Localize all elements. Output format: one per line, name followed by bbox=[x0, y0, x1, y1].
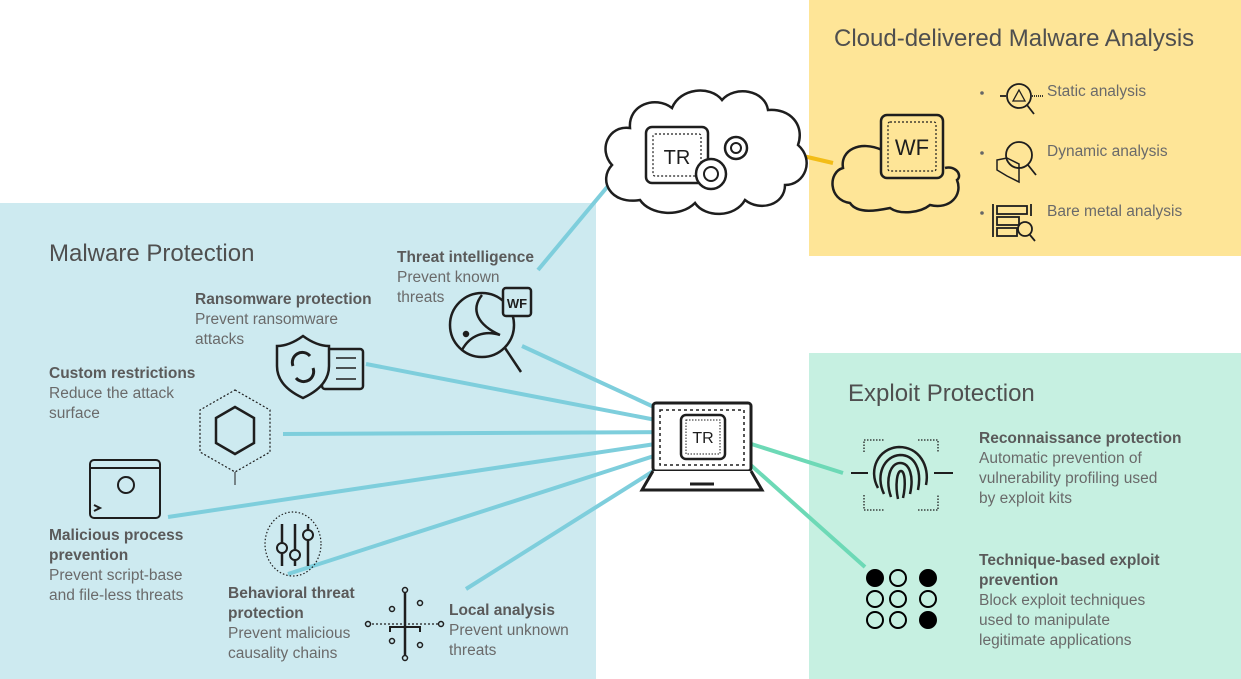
behavioral-sliders-icon bbox=[264, 511, 322, 577]
cloud-item-bare-metal-analysis: Bare metal analysis bbox=[1047, 203, 1183, 220]
line-custom-to-laptop bbox=[282, 430, 683, 436]
feature-technique-based-exploit-prevention: Technique-based exploit prevention Block… bbox=[979, 551, 1160, 651]
line-ransomware-to-laptop bbox=[365, 362, 683, 427]
ransomware-shield-icon bbox=[275, 334, 365, 400]
feature-ransomware-protection: Ransomware protection Prevent ransomware… bbox=[195, 290, 372, 350]
feature-desc: vulnerability profiling used bbox=[979, 470, 1158, 487]
malware-protection-title: Malware Protection bbox=[49, 240, 255, 267]
feature-title: Threat intelligence bbox=[397, 249, 534, 266]
feature-desc: by exploit kits bbox=[979, 490, 1073, 507]
feature-title: Local analysis bbox=[449, 602, 555, 619]
feature-title: Behavioral threat bbox=[228, 585, 355, 602]
feature-desc: used to manipulate bbox=[979, 612, 1110, 629]
malware-protection-panel bbox=[0, 203, 596, 679]
bare-metal-analysis-icon bbox=[992, 204, 1036, 242]
feature-title: Reconnaissance protection bbox=[979, 430, 1182, 447]
feature-desc: Prevent ransomware bbox=[195, 311, 339, 328]
feature-reconnaissance-protection: Reconnaissance protection Automatic prev… bbox=[979, 429, 1181, 509]
feature-desc: legitimate applications bbox=[979, 632, 1132, 649]
feature-title-line2: protection bbox=[228, 605, 304, 622]
feature-behavioral-threat-protection: Behavioral threat protection Prevent mal… bbox=[228, 584, 355, 664]
feature-desc: Prevent script-base bbox=[49, 567, 183, 584]
cloud-malware-analysis-title: Cloud-delivered Malware Analysis bbox=[834, 25, 1195, 52]
tr-cloud-icon bbox=[604, 89, 808, 216]
feature-desc: Reduce the attack bbox=[49, 385, 174, 402]
feature-desc: Prevent malicious bbox=[228, 625, 351, 642]
feature-desc: Prevent unknown bbox=[449, 622, 569, 639]
feature-desc: Automatic prevention of bbox=[979, 450, 1142, 467]
feature-desc: and file-less threats bbox=[49, 587, 184, 604]
feature-desc: attacks bbox=[195, 331, 245, 348]
threat-intel-wf-text: WF bbox=[507, 296, 527, 311]
wf-cloud-icon bbox=[831, 113, 961, 214]
feature-desc: threats bbox=[449, 642, 497, 659]
dynamic-analysis-icon bbox=[996, 141, 1037, 184]
line-cloud-to-wf bbox=[802, 154, 834, 165]
feature-desc: Prevent known bbox=[397, 269, 500, 286]
feature-title-line2: prevention bbox=[49, 547, 129, 564]
cloud-item-bullets bbox=[980, 91, 984, 215]
connector-lines bbox=[167, 154, 867, 591]
tr-cloud-badge-text: TR bbox=[664, 147, 691, 169]
feature-threat-intelligence: Threat intelligence Prevent known threat… bbox=[397, 248, 534, 308]
feature-desc: surface bbox=[49, 405, 100, 422]
feature-local-analysis: Local analysis Prevent unknown threats bbox=[449, 601, 569, 661]
line-cloud-to-threat-intel bbox=[536, 184, 610, 272]
wf-cloud-badge-text: WF bbox=[895, 135, 929, 160]
threat-intel-wf-icon bbox=[448, 286, 533, 373]
feature-title-line2: prevention bbox=[979, 572, 1059, 589]
cloud-item-static-analysis: Static analysis bbox=[1047, 83, 1147, 100]
feature-title: Custom restrictions bbox=[49, 365, 196, 382]
malicious-process-terminal-icon bbox=[89, 459, 161, 519]
fingerprint-icon bbox=[851, 439, 953, 511]
exploit-protection-title: Exploit Protection bbox=[848, 380, 1035, 407]
local-analysis-network-icon bbox=[364, 586, 445, 662]
feature-custom-restrictions: Custom restrictions Reduce the attack su… bbox=[49, 364, 195, 424]
cloud-item-dynamic-analysis: Dynamic analysis bbox=[1047, 143, 1168, 160]
line-malicious-to-laptop bbox=[167, 438, 683, 519]
feature-desc: Block exploit techniques bbox=[979, 592, 1146, 609]
feature-malicious-process-prevention: Malicious process prevention Prevent scr… bbox=[49, 526, 183, 606]
feature-desc: threats bbox=[397, 289, 445, 306]
feature-title: Technique-based exploit bbox=[979, 552, 1160, 569]
feature-title: Ransomware protection bbox=[195, 291, 372, 308]
static-analysis-icon bbox=[1000, 83, 1044, 115]
line-behavioral-to-laptop bbox=[287, 445, 683, 576]
laptop-badge-text: TR bbox=[692, 430, 713, 447]
feature-title: Malicious process bbox=[49, 527, 184, 544]
feature-desc: causality chains bbox=[228, 645, 338, 662]
dot-grid-icon bbox=[866, 569, 937, 629]
laptop-icon bbox=[639, 401, 765, 492]
line-local-to-laptop bbox=[464, 451, 684, 591]
hexagon-surface-icon bbox=[199, 389, 271, 485]
